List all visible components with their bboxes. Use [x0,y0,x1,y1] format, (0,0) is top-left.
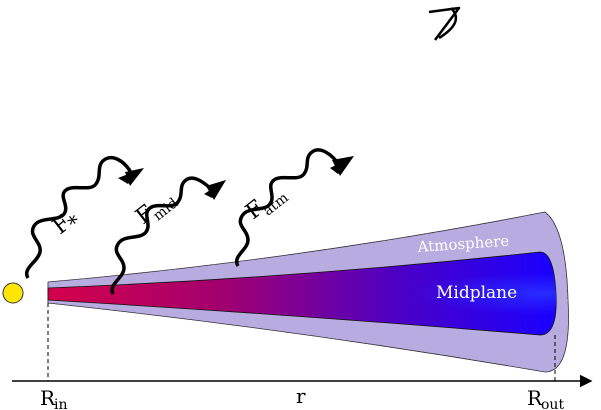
svg-text:R: R [527,386,543,410]
star-icon [2,282,24,304]
midplane-label: Midplane [436,283,517,303]
f-mid-arrow [110,176,214,295]
r-axis-label: r [296,384,306,408]
f-star-arrowhead [118,168,144,186]
svg-text:out: out [541,397,564,410]
midplane-glow [48,252,557,335]
eye-icon [428,6,461,41]
f-mid-label: F mid [131,195,181,230]
r-in-label: R in [40,386,68,410]
f-atm-arrow [234,148,342,267]
f-atm-arrowhead [330,156,354,176]
f-star-arrow [24,155,134,279]
f-mid-arrowhead [204,180,226,200]
f-atm-label: F atm [241,190,291,225]
svg-text:R: R [40,386,56,410]
r-out-label: R out [527,386,564,410]
svg-text:in: in [54,397,68,410]
